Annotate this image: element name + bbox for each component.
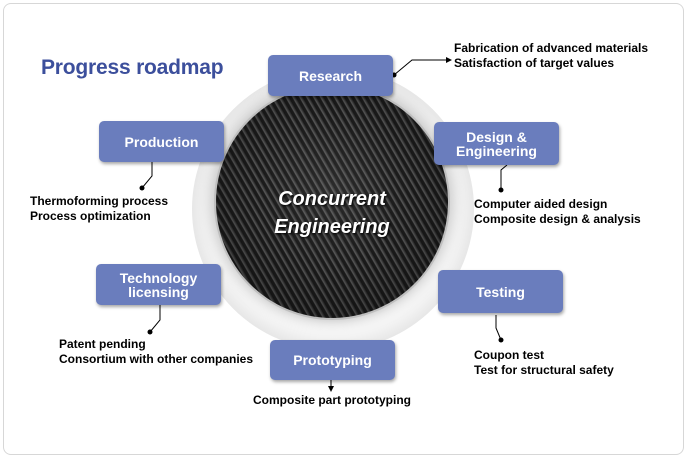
production-label: Production	[124, 133, 199, 150]
center-label: Concurrent Engineering	[216, 185, 448, 241]
licensing-connector	[149, 305, 161, 333]
research-notes: Fabrication of advanced materials Satisf…	[454, 41, 648, 71]
licensing-label-line2: licensing	[128, 283, 189, 300]
production-notes: Thermoforming process Process optimizati…	[30, 194, 168, 224]
carbon-fiber-disc	[216, 86, 448, 318]
production-box: Production	[99, 121, 224, 162]
testing-connector	[495, 315, 502, 341]
design-label-line2: Engineering	[456, 142, 537, 159]
design-note-2: Composite design & analysis	[474, 212, 641, 226]
testing-label: Testing	[476, 283, 525, 300]
design-label-line1: Design &	[466, 128, 527, 145]
center-label-line2: Engineering	[274, 216, 390, 238]
production-note-1: Thermoforming process	[30, 194, 169, 208]
research-connector	[393, 59, 446, 76]
prototyping-notes: Composite part prototyping	[253, 393, 411, 408]
licensing-label-line1: Technology	[119, 269, 198, 286]
testing-note-1: Coupon test	[474, 348, 544, 362]
production-note-2: Process optimization	[30, 209, 151, 223]
licensing-notes: Patent pending Consortium with other com…	[59, 337, 253, 367]
prototyping-note-1: Composite part prototyping	[253, 393, 411, 407]
testing-box: Testing	[438, 270, 563, 313]
prototyping-box: Prototyping	[270, 340, 395, 380]
technology-licensing-box: Technology licensing	[96, 264, 221, 305]
diagram-title: Progress roadmap	[41, 56, 224, 79]
center-label-line1: Concurrent	[278, 188, 386, 210]
design-engineering-box: Design & Engineering	[434, 122, 559, 165]
licensing-note-1: Patent pending	[59, 337, 146, 351]
testing-notes: Coupon test Test for structural safety	[474, 348, 614, 378]
testing-note-2: Test for structural safety	[474, 363, 614, 377]
prototyping-label: Prototyping	[293, 352, 372, 368]
research-box: Research	[268, 55, 393, 96]
design-connector	[500, 164, 508, 190]
research-note-2: Satisfaction of target values	[454, 56, 615, 70]
licensing-note-2: Consortium with other companies	[59, 352, 254, 366]
design-notes: Computer aided design Composite design &…	[474, 197, 641, 227]
production-connector	[141, 162, 153, 189]
research-label: Research	[298, 67, 363, 84]
design-note-1: Computer aided design	[474, 197, 608, 211]
research-note-1: Fabrication of advanced materials	[454, 41, 649, 55]
